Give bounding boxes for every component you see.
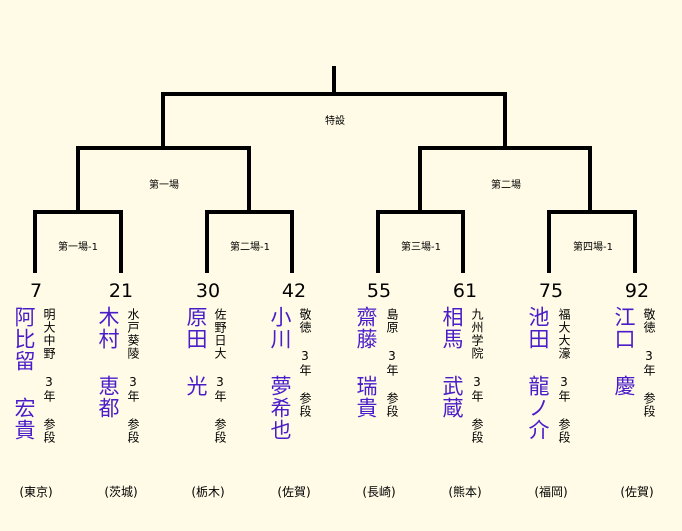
player-seed: 75 xyxy=(538,280,564,302)
player-prefecture: (栃木) xyxy=(191,485,225,499)
player-name: 木村 恵都 xyxy=(96,306,120,419)
player-name: 池田 龍ノ介 xyxy=(526,306,550,441)
player-prefecture: (福岡) xyxy=(534,485,568,499)
player-prefecture: (佐賀) xyxy=(620,485,654,499)
player-seed: 7 xyxy=(29,280,43,302)
player-affiliation: 九州学院 3年 参段 xyxy=(470,308,484,444)
player-prefecture: (熊本) xyxy=(448,485,482,499)
player-seed: 30 xyxy=(195,280,221,302)
player-prefecture: (長崎) xyxy=(362,485,396,499)
player-name: 江口 慶 xyxy=(612,306,636,397)
player-seed: 42 xyxy=(281,280,307,302)
player-name: 齋藤 瑞貴 xyxy=(354,306,378,419)
player-name: 小川 夢希也 xyxy=(268,306,292,441)
player-name: 阿比留 宏貴 xyxy=(12,306,36,441)
player-name: 原田 光 xyxy=(184,306,208,397)
player-seed: 21 xyxy=(108,280,134,302)
player-prefecture: (佐賀) xyxy=(277,485,311,499)
player-affiliation: 島原 3年 参段 xyxy=(385,308,399,418)
player-name: 相馬 武蔵 xyxy=(440,306,464,419)
player-affiliation: 水戸葵陵 3年 参段 xyxy=(126,308,140,444)
match-label-final: 特設 xyxy=(325,116,345,127)
player-prefecture: (東京) xyxy=(19,485,53,499)
player-seed: 92 xyxy=(624,280,650,302)
player-prefecture: (茨城) xyxy=(104,485,138,499)
player-affiliation: 敬徳 3年 参段 xyxy=(298,308,312,418)
match-label-qf-1: 第一場-1 xyxy=(58,242,98,253)
player-seed: 61 xyxy=(452,280,478,302)
match-label-semi-1: 第一場 xyxy=(149,180,179,191)
player-seed: 55 xyxy=(366,280,392,302)
player-affiliation: 福大大濠 3年 参段 xyxy=(557,308,571,444)
match-label-semi-2: 第二場 xyxy=(491,180,521,191)
match-label-qf-2: 第二場-1 xyxy=(230,242,270,253)
match-label-qf-3: 第三場-1 xyxy=(401,242,441,253)
player-affiliation: 敬徳 3年 参段 xyxy=(642,308,656,418)
player-affiliation: 佐野日大 3年 参段 xyxy=(213,308,227,444)
player-affiliation: 明大中野 3年 参段 xyxy=(42,308,56,444)
match-label-qf-4: 第四場-1 xyxy=(573,242,613,253)
